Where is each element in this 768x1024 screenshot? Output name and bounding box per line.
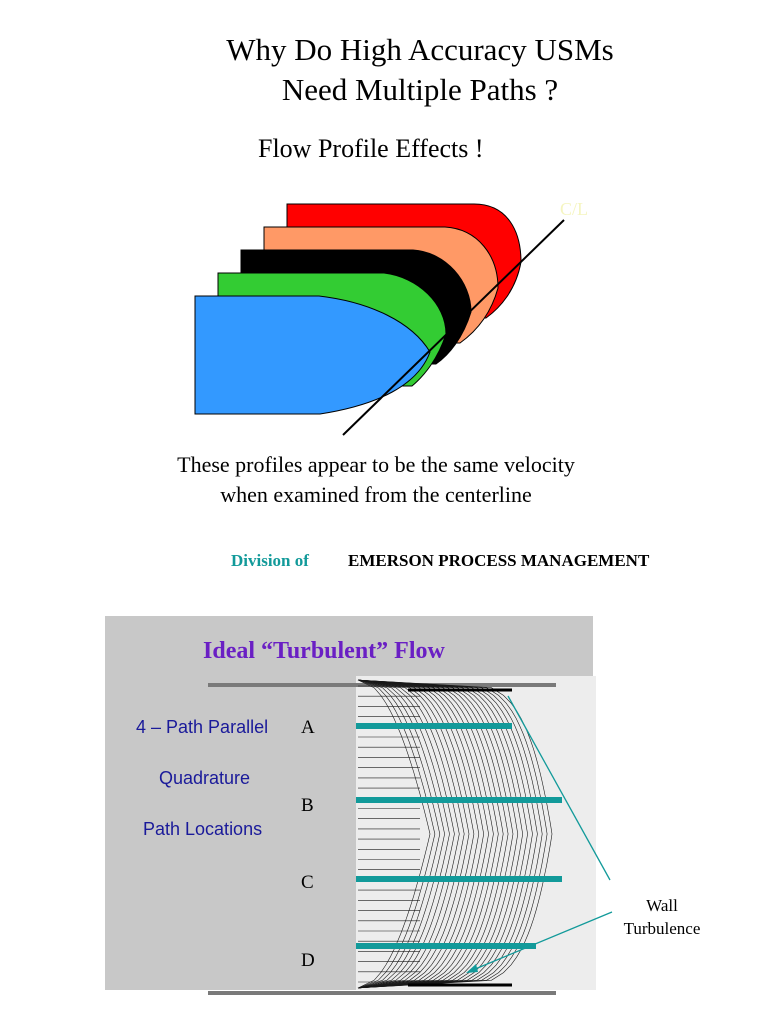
subtitle: Flow Profile Effects ! [258, 134, 484, 163]
caption-line-1: These profiles appear to be the same vel… [177, 452, 575, 477]
path-label-d: D [301, 950, 315, 971]
caption: These profiles appear to be the same vel… [0, 450, 752, 510]
velocity-profile-curve [357, 679, 431, 989]
velocity-profile-curve [357, 679, 528, 989]
velocity-profile-curve [357, 679, 470, 989]
velocity-profile-curve [357, 679, 436, 989]
profile-blue [194, 295, 431, 415]
velocity-profile-curve [357, 679, 460, 989]
description-line-2: Quadrature [159, 768, 251, 788]
velocity-profile-curve [357, 679, 441, 989]
centerline-label: C/L [560, 199, 588, 219]
velocity-profile-curves [357, 679, 553, 989]
velocity-profile-curve [357, 679, 489, 989]
panel-title: Ideal “Turbulent” Flow [203, 638, 445, 664]
velocity-profile-curve [357, 679, 519, 989]
velocity-profile-curve [357, 679, 480, 989]
wall-turbulence-label: Wall Turbulence [600, 894, 724, 940]
velocity-profile-curve [357, 679, 494, 989]
centerline [342, 219, 565, 436]
slide-title: Why Do High Accuracy USMs Need Multiple … [0, 30, 768, 110]
flow-profile-diagram: C/L [194, 199, 588, 436]
caption-line-2: when examined from the centerline [220, 482, 532, 507]
velocity-profile-curve [357, 679, 445, 989]
company-name: EMERSON PROCESS MANAGEMENT [348, 551, 650, 570]
path-label-b: B [301, 795, 314, 816]
description-line-1: 4 – Path Parallel [136, 717, 269, 737]
velocity-profile-curve [357, 679, 533, 989]
wall-label-line-1: Wall [646, 896, 678, 915]
velocity-profile-curve [357, 679, 450, 989]
velocity-profile-curve [357, 679, 504, 989]
wall-pointer-top [507, 695, 611, 881]
slide-title-line-1: Why Do High Accuracy USMs [226, 32, 614, 67]
description-line-3: Path Locations [143, 819, 263, 839]
velocity-profile-curve [357, 679, 485, 989]
velocity-profile-curve [357, 679, 514, 989]
velocity-profile-curve [357, 679, 465, 989]
path-label-a: A [301, 717, 315, 738]
wall-label-line-2: Turbulence [623, 919, 701, 938]
division-label: Division of [231, 551, 309, 570]
velocity-profile-curve [357, 679, 543, 989]
wall-pointer-bottom [467, 911, 613, 973]
path-label-c: C [301, 872, 314, 893]
velocity-profile-curve [357, 679, 524, 989]
velocity-profile-curve [357, 679, 548, 989]
velocity-profile-curve [357, 679, 509, 989]
velocity-profile-curve [357, 679, 455, 989]
velocity-profile-curve [357, 679, 538, 989]
velocity-profile-curve [357, 679, 499, 989]
wall-pointer-arrowhead [466, 964, 478, 973]
slide-title-line-2: Need Multiple Paths ? [281, 72, 559, 107]
velocity-profile-curve [357, 679, 475, 989]
